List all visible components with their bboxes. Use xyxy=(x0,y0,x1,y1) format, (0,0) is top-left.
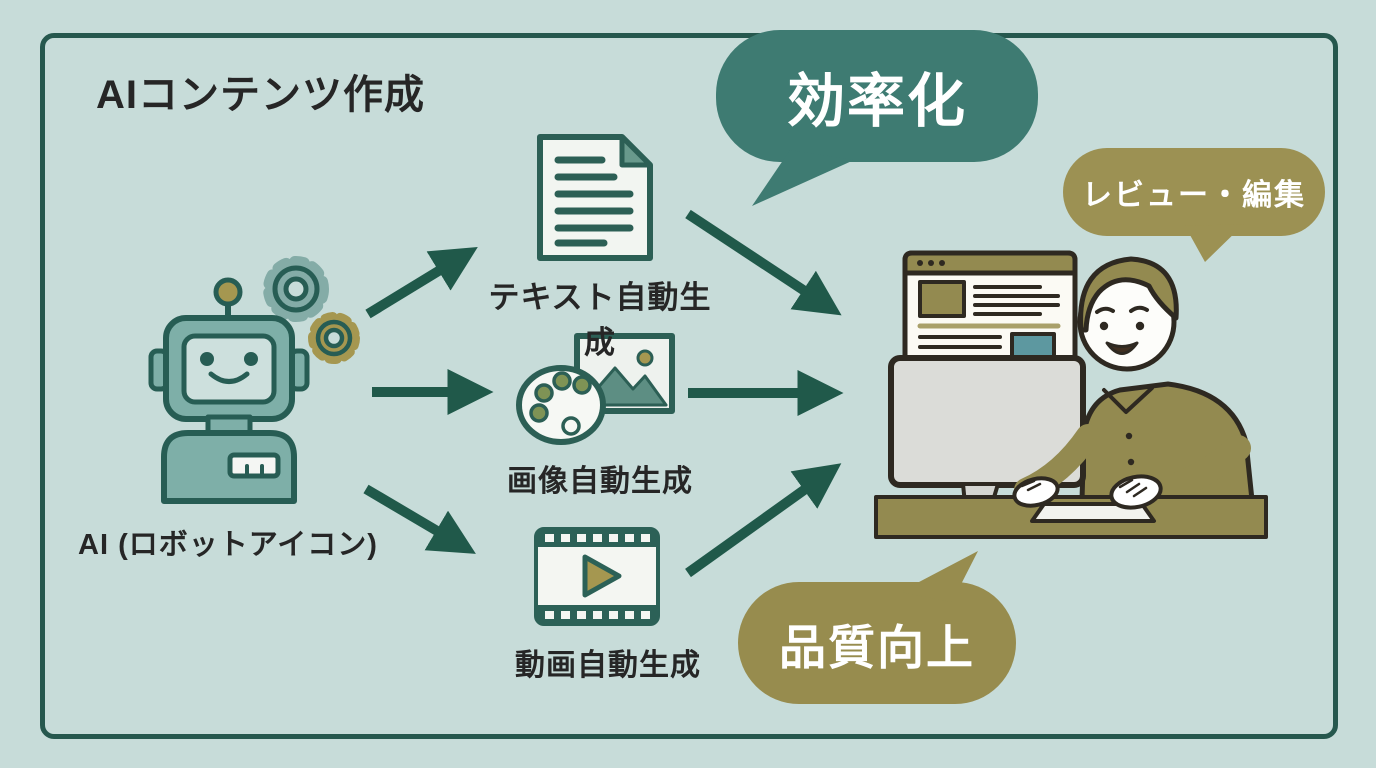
browser-window xyxy=(902,250,1078,368)
page-title: AIコンテンツ作成 xyxy=(96,73,425,117)
arrow-robot-to-video xyxy=(363,484,476,554)
arrow-text-to-worker xyxy=(685,209,842,316)
palette-icon xyxy=(516,365,606,445)
generator-label-text: テキスト自動生成 xyxy=(488,280,712,360)
gear-icon xyxy=(263,256,329,322)
play-icon xyxy=(582,554,622,598)
speech-bubble-efficiency xyxy=(716,30,1038,206)
speech-bubble-review xyxy=(1063,148,1325,262)
generator-label-image: 画像自動生成 xyxy=(507,465,693,498)
document-icon xyxy=(537,134,653,261)
worker-illustration xyxy=(874,250,1268,539)
palette-image-icon xyxy=(516,333,675,445)
gear-icon xyxy=(308,312,360,364)
speech-bubble-quality xyxy=(738,551,1016,704)
film-icon xyxy=(534,527,660,626)
robot-icon xyxy=(148,256,360,504)
generator-label-video: 動画自動生成 xyxy=(515,649,701,682)
bubble-label-review: レビュー・編集 xyxy=(1082,179,1306,212)
arrow-robot-to-text xyxy=(365,247,478,319)
diagram-frame-border xyxy=(40,33,1338,739)
robot-label: AI (ロボットアイコン) xyxy=(78,529,378,561)
bubble-label-quality: 品質向上 xyxy=(779,620,975,674)
hand xyxy=(1012,474,1163,510)
arrow-video-to-worker xyxy=(685,463,842,578)
bubble-label-efficiency: 効率化 xyxy=(786,69,967,134)
